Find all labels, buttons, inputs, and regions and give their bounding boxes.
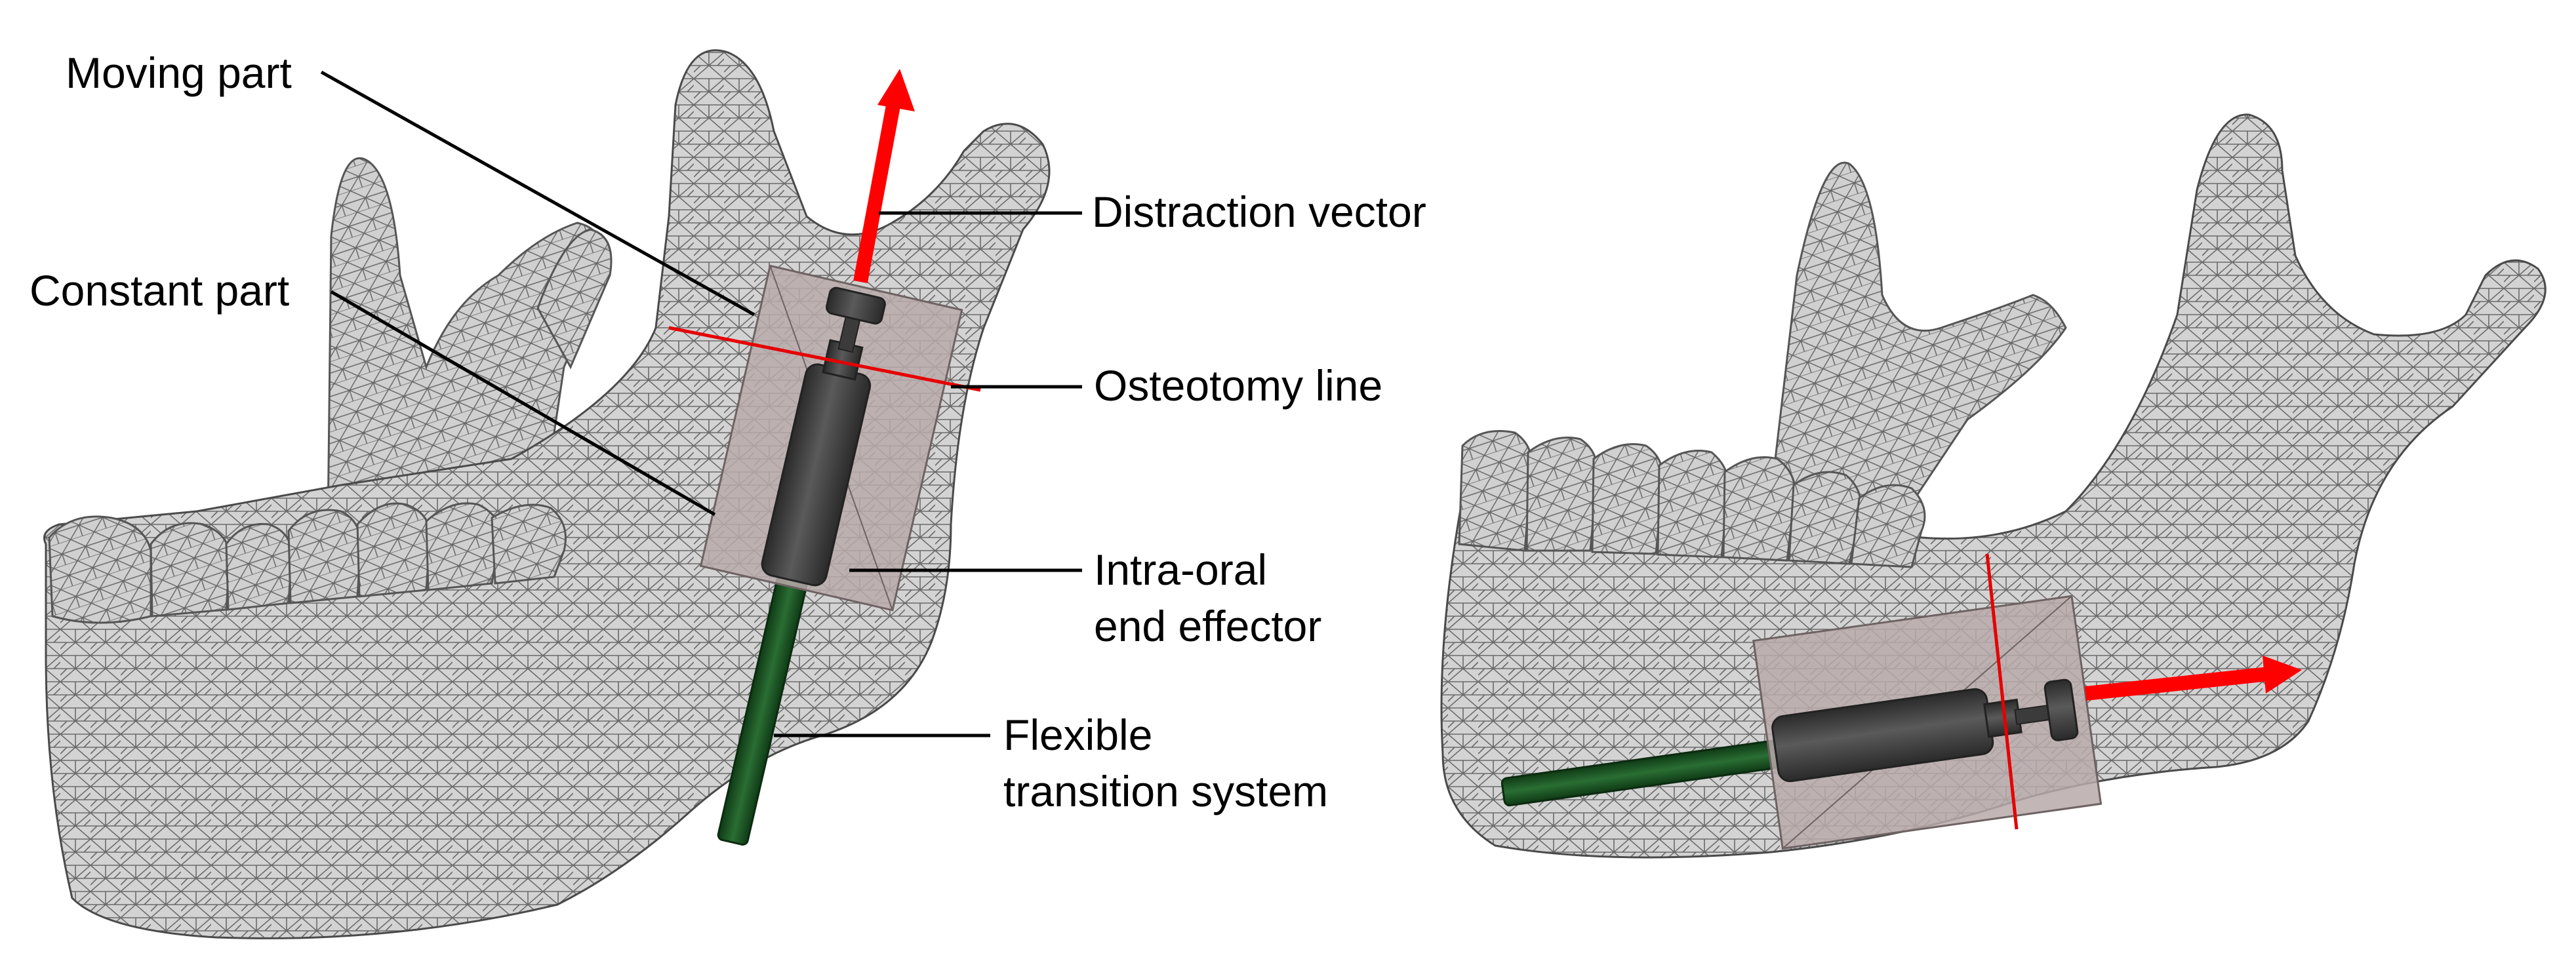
label-constant-part: Constant part bbox=[30, 266, 290, 315]
right-osteotomy-line bbox=[1985, 553, 2019, 830]
label-end-effector: Intra-oral end effector bbox=[1094, 541, 1321, 654]
right-teeth bbox=[1458, 430, 1926, 568]
left-osteotomy-line bbox=[668, 326, 981, 392]
right-far-ramus bbox=[1769, 161, 2067, 500]
label-moving-part: Moving part bbox=[66, 49, 292, 97]
right-distraction-arrow bbox=[2084, 656, 2302, 701]
leader-moving-part bbox=[320, 70, 755, 317]
label-end-effector-line2: end effector bbox=[1094, 602, 1322, 650]
label-transition-line2: transition system bbox=[1003, 767, 1329, 815]
label-distraction-vector: Distraction vector bbox=[1092, 187, 1426, 236]
left-teeth bbox=[48, 502, 567, 624]
label-end-effector-line1: Intra-oral bbox=[1094, 545, 1268, 594]
left-screw-cap bbox=[826, 286, 886, 325]
left-coronoid bbox=[536, 228, 613, 370]
right-screw-cap bbox=[2043, 678, 2079, 741]
right-effector-assembly bbox=[1500, 595, 2103, 850]
leader-constant-part bbox=[330, 290, 716, 517]
leader-lines bbox=[320, 70, 1082, 737]
left-effector-assembly bbox=[699, 264, 963, 846]
label-transition-line1: Flexible bbox=[1003, 711, 1153, 759]
label-transition-system: Flexible transition system bbox=[1003, 707, 1328, 819]
left-far-ramus bbox=[327, 157, 606, 526]
left-distraction-arrow bbox=[853, 69, 915, 284]
label-osteotomy-line: Osteotomy line bbox=[1094, 361, 1383, 410]
